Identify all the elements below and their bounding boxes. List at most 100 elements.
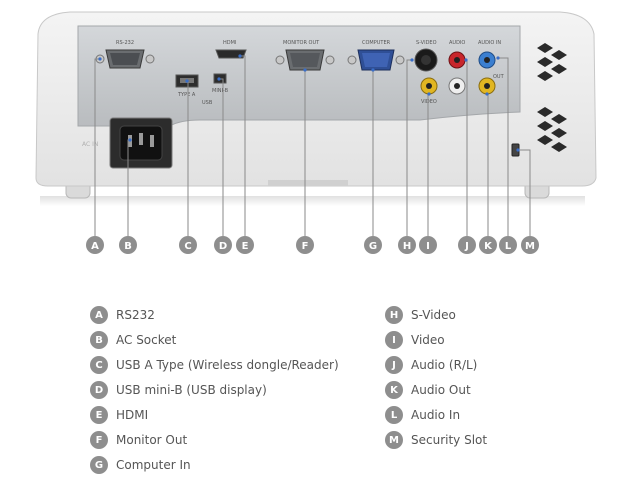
monitor-out-port	[275, 49, 335, 71]
audio-out-port	[478, 77, 496, 95]
computer-in-port	[347, 49, 405, 71]
leader-dot-i	[427, 92, 431, 96]
leader-line-m	[518, 149, 531, 236]
callout-badge-d: D	[214, 236, 232, 254]
callout-badge-c: C	[179, 236, 197, 254]
legend-badge: F	[90, 431, 108, 449]
legend-label: HDMI	[116, 408, 149, 422]
callout-letter: G	[369, 241, 377, 252]
monitor-out-panel-label: MONITOR OUT	[283, 40, 320, 46]
leader-lines	[94, 54, 531, 236]
legend-label: Audio In	[411, 408, 461, 422]
legend-item-h: H S-Video	[385, 305, 456, 325]
leader-dot-f	[303, 68, 307, 72]
legend-badge: G	[90, 456, 108, 474]
projector-rear-panel-diagram: AC IN RS-232 TYPE A USB MINI-B HDMI MONI…	[35, 11, 597, 254]
callout-badge-h: H	[398, 236, 416, 254]
leader-dot-k	[485, 92, 489, 96]
legend-label: Video	[411, 333, 445, 347]
leader-dot-h	[410, 58, 414, 62]
callout-badge-e: E	[236, 236, 254, 254]
legend-item-g: G Computer In	[90, 455, 191, 475]
callout-badge-g: G	[364, 236, 382, 254]
leader-dot-c	[185, 79, 189, 83]
computer-panel-label: COMPUTER	[362, 40, 391, 46]
leader-line-a	[94, 58, 100, 236]
leader-dot-m	[516, 148, 520, 152]
leader-dot-j	[464, 58, 468, 62]
ac-socket	[119, 125, 163, 161]
ac-in-label: AC IN	[82, 141, 98, 148]
usb-panel-label: USB	[202, 100, 213, 106]
s-video-panel-label: S-VIDEO	[416, 40, 437, 46]
callout-letter: F	[302, 241, 309, 252]
legend-label: USB mini-B (USB display)	[116, 383, 267, 397]
legend-label: AC Socket	[116, 333, 177, 347]
audio-l-port	[448, 77, 466, 95]
callout-letter: H	[403, 241, 411, 252]
leader-dot-e	[238, 54, 242, 58]
audio-in-port	[478, 51, 496, 69]
legend-item-j: J Audio (R/L)	[385, 355, 477, 375]
callout-letter: L	[505, 241, 512, 252]
legend-badge: B	[90, 331, 108, 349]
legend-label: USB A Type (Wireless dongle/Reader)	[116, 358, 339, 372]
leader-dot-d	[217, 77, 221, 81]
legend-item-i: I Video	[385, 330, 445, 350]
callout-letter: J	[464, 241, 469, 252]
legend-badge: L	[385, 406, 403, 424]
legend-item-b: B AC Socket	[90, 330, 176, 350]
callout-badge-l: L	[499, 236, 517, 254]
rs232-panel-label: RS-232	[116, 40, 134, 46]
audio-r-port	[448, 51, 466, 69]
callout-letter: B	[124, 241, 132, 252]
callout-badge-m: M	[521, 236, 539, 254]
callout-letter: K	[484, 241, 493, 252]
video-panel-label: VIDEO	[421, 99, 437, 105]
type-a-panel-label: TYPE A	[177, 92, 196, 98]
legend-item-f: F Monitor Out	[90, 430, 187, 450]
leader-dot-b	[128, 138, 132, 142]
legend-badge: J	[385, 356, 403, 374]
callout-badge-i: I	[419, 236, 437, 254]
leader-line-h	[406, 59, 412, 236]
legend-item-m: M Security Slot	[385, 430, 487, 450]
legend-item-e: E HDMI	[90, 405, 148, 425]
legend-badge: E	[90, 406, 108, 424]
callout-letter: M	[525, 241, 535, 252]
legend-label: Audio (R/L)	[411, 358, 478, 372]
mini-b-panel-label: MINI-B	[212, 88, 229, 94]
legend-label: S-Video	[411, 308, 456, 322]
legend-badge: D	[90, 381, 108, 399]
out-panel-label: OUT	[493, 74, 505, 80]
legend-label: Monitor Out	[116, 433, 188, 447]
callout-badge-f: F	[296, 236, 314, 254]
legend-badge: M	[385, 431, 403, 449]
callout-badge-a: A	[86, 236, 104, 254]
leader-line-l	[498, 57, 509, 236]
legend-badge: C	[90, 356, 108, 374]
leader-dot-g	[371, 68, 375, 72]
leader-line-e	[240, 55, 246, 236]
legend-badge: H	[385, 306, 403, 324]
audio-in-panel-label: AUDIO IN	[478, 40, 501, 46]
callout-letter: C	[184, 241, 191, 252]
callout-badge-j: J	[458, 236, 476, 254]
legend-badge: I	[385, 331, 403, 349]
legend-label: Computer In	[116, 458, 191, 472]
hdmi-port	[215, 49, 247, 59]
legend-item-c: C USB A Type (Wireless dongle/Reader)	[90, 355, 339, 375]
callout-badge-b: B	[119, 236, 137, 254]
legend-badge: K	[385, 381, 403, 399]
legend-item-l: L Audio In	[385, 405, 460, 425]
vent-grille	[537, 43, 567, 152]
hdmi-panel-label: HDMI	[223, 40, 236, 46]
callout-letter: D	[219, 241, 227, 252]
leader-dot-a	[98, 57, 102, 61]
rs232-port	[95, 49, 155, 69]
s-video-port	[414, 48, 438, 72]
legend-label: Security Slot	[411, 433, 488, 447]
callout-letter: I	[426, 241, 430, 252]
